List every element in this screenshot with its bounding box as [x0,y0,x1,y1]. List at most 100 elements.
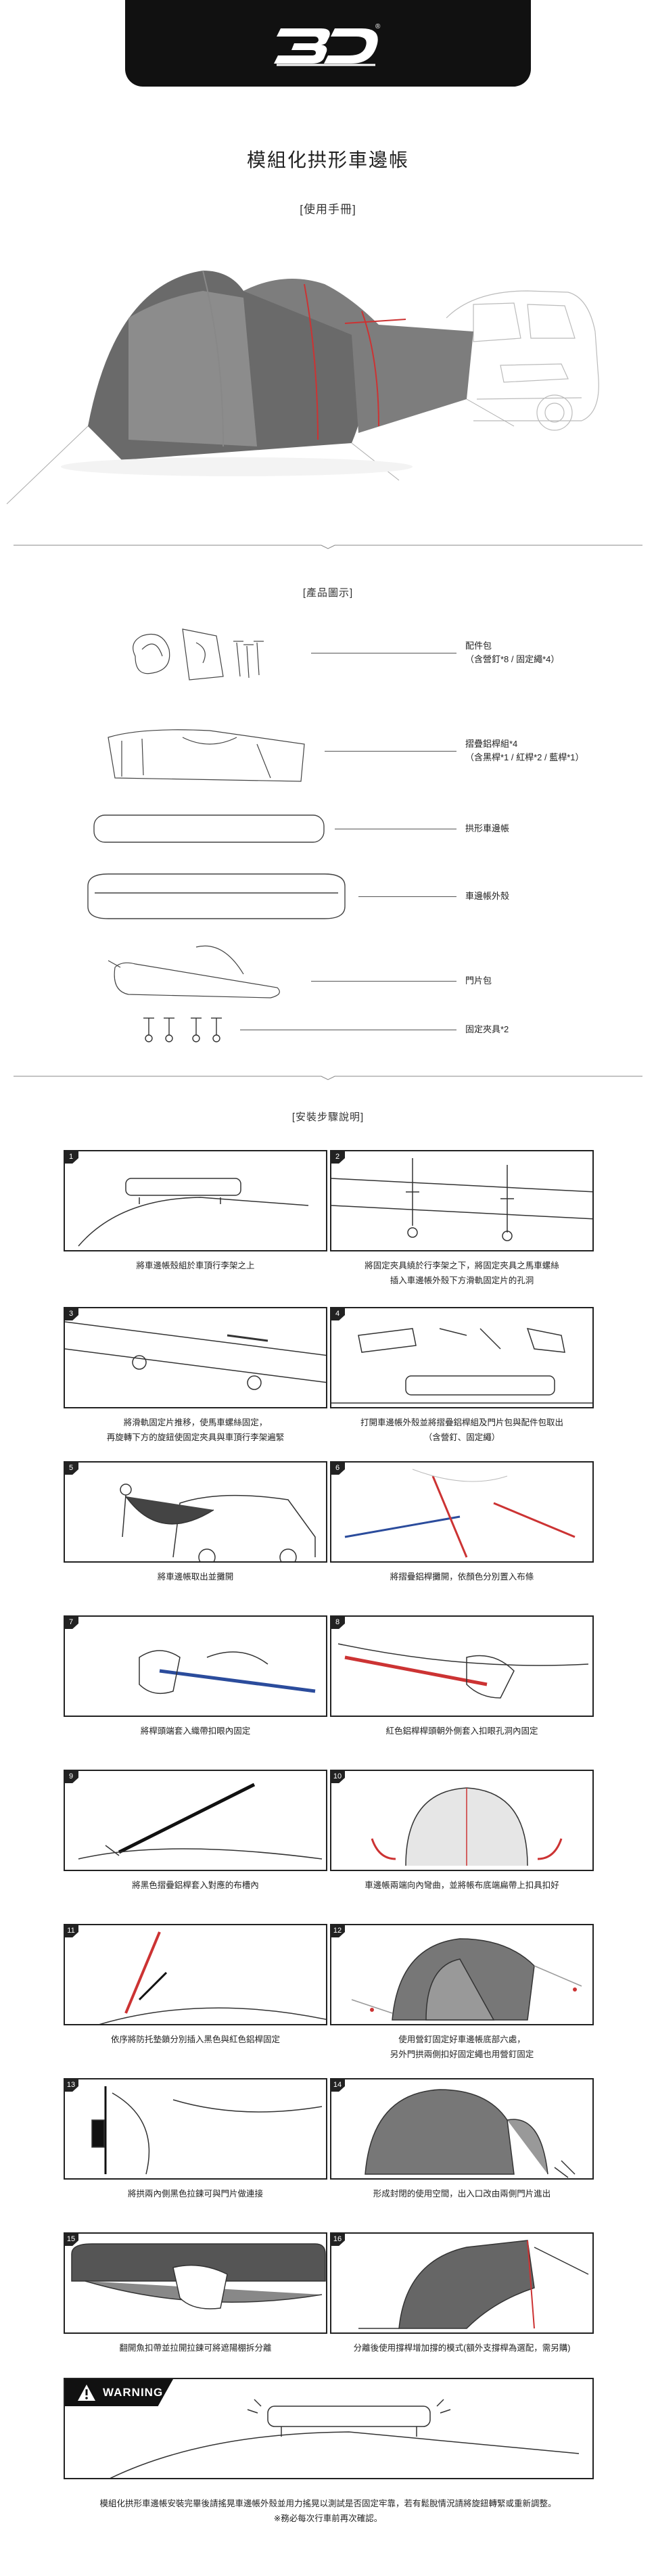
section-divider [14,545,642,549]
step-number: 5 [64,1461,78,1475]
step-caption: 將桿頭端套入織帶扣眼內固定 [140,1726,251,1736]
door-bag-icon [108,945,280,998]
step-illustration [64,2078,327,2180]
clamp-install-illustration [331,1158,592,1241]
closed-space-illustration [365,2089,576,2178]
step-caption: 將摺疊鋁桿攤開，依顏色分別置入布條 [390,1572,534,1582]
step-caption: 將固定夾具繞於行李架之下，將固定夾具之馬車螺絲 插入車邊帳外殼下方滑軌固定片的孔… [365,1261,559,1285]
pole-lock-illustration [99,1931,326,2024]
step-number: 7 [64,1615,78,1629]
part-name: 拱形車邊帳 [465,823,510,833]
rail-slide-illustration [65,1321,326,1390]
step-caption: 將黑色摺疊鋁桿套入對應的布槽內 [132,1881,259,1890]
clamps-icon [143,1017,222,1042]
steps-section-label: [安裝步驟說明] [291,1111,365,1123]
part-door-bag: 門片包 [0,940,656,1001]
part-detail: （含黑桿*1 / 紅桿*2 / 藍桿*1） [465,752,584,762]
manual-label: [使用手冊] [300,203,356,216]
step-number: 15 [64,2232,78,2246]
stake-illustration [351,1938,582,2021]
step-illustration [330,1307,594,1408]
step-caption: 依序將防托墊鎖分別插入黑色與紅色鋁桿固定 [110,2035,280,2044]
step-caption: 打開車邊帳外殼並將摺疊鋁桿組及門片包與配件包取出 （含營釘、固定繩） [360,1418,563,1442]
step-illustration [330,1150,594,1251]
step-caption: 將車邊帳取出並攤開 [157,1572,234,1582]
step-number: 1 [64,1150,78,1164]
part-pole-set: 摺疊鋁桿組*4 （含黑桿*1 / 紅桿*2 / 藍桿*1） [0,717,656,791]
poles-illustration [344,1469,576,1558]
step-illustration [330,1461,594,1563]
step-illustration [64,1307,327,1408]
car-roof-illustration [78,1178,309,1247]
step-illustration [64,2232,327,2334]
section-divider [14,1076,642,1080]
accessory-kit-icon [133,628,264,681]
bend-ends-illustration [371,1787,563,1866]
step-illustration [64,1770,327,1871]
pole-tip-illustration [139,1650,316,1695]
step-illustration [330,2078,594,2180]
part-name: 固定夾具*2 [465,1024,509,1034]
unroll-awning-illustration [120,1484,316,1561]
warning-illustration [110,2399,580,2478]
brand-header: ® [125,0,531,87]
step-number: 3 [64,1307,78,1320]
warning-badge: WARNING [65,2379,173,2406]
step-illustration [330,1615,594,1717]
step-illustration [64,1150,327,1251]
zipper-connect-illustration [91,2086,323,2175]
step-number: 16 [330,2232,345,2246]
step-number: 2 [330,1150,345,1164]
step-caption: 翻開魚扣帶並拉開拉鍊可將遮陽棚拆分離 [119,2343,272,2353]
part-name: 配件包 [465,641,492,651]
step-illustration [330,1924,594,2025]
step-caption: 紅色鋁桿桿頭朝外側套入扣眼孔洞內固定 [385,1726,538,1736]
part-awning: 拱形車邊帳 [0,805,656,852]
part-name: 車邊帳外殼 [465,891,510,901]
step-illustration [64,1615,327,1717]
awning-shell-icon [87,873,346,919]
step-caption: 將滑軌固定片推移，使馬車螺絲固定， 再旋轉下方的旋鈕使固定夾具與車頂行李架遍緊 [106,1418,285,1442]
step-caption: 使用營釘固定好車邊帳底部六處， 另外門拱兩側扣好固定繩也用營釘固定 [390,2035,534,2059]
step-caption: 將拱兩內側黑色拉鍊可與門片做連接 [127,2189,263,2199]
brand-logo: ® [274,23,381,66]
part-detail: （含營釘*8 / 固定繩*4） [465,654,560,664]
part-name: 摺疊鋁桿組*4 [465,739,518,749]
black-pole-illustration [78,1782,323,1860]
pole-set-icon [108,729,305,782]
step-number: 9 [64,1770,78,1783]
warning-box: WARNING [64,2378,594,2479]
warning-note-line2: ※務必每次行車前再次確認。 [273,2514,383,2523]
part-shell: 車邊帳外殼 [0,866,656,927]
part-accessory-kit: 配件包 （含營釘*8 / 固定繩*4） [0,616,656,697]
step-illustration [330,1770,594,1871]
step-number: 13 [64,2078,78,2092]
step-number: 14 [330,2078,345,2092]
step-number: 4 [330,1307,345,1320]
step-number: 6 [330,1461,345,1475]
part-name: 門片包 [465,975,492,986]
warning-note-line1: 模組化拱形車邊帳安裝完畢後請搖晃車邊帳外殼並用力搖晃以測試是否固定牢靠，若有鬆脫… [99,2499,557,2508]
step-number: 11 [64,1924,78,1937]
red-pole-eyelet-illustration [337,1643,589,1699]
step-caption: 分離後使用撐桿增加撐的模式(額外支撐桿為選配，需另購) [353,2343,571,2353]
open-shell-illustration [331,1328,592,1404]
step-number: 12 [330,1924,345,1937]
step-caption: 形成封閉的使用空間，出入口改由兩側門片進出 [373,2189,551,2199]
support-pole-illustration [358,2240,589,2329]
hero-tent-illustration [6,270,599,505]
step-illustration [330,2232,594,2334]
step-caption: 將車邊帳殼組於車頂行李架之上 [136,1261,255,1270]
part-clamps: 固定夾具*2 [0,1008,656,1049]
step-illustration [64,1924,327,2025]
page-title: 模組化拱形車邊帳 [246,150,409,170]
awning-roll-icon [93,814,325,843]
step-number: 10 [330,1770,345,1783]
parts-section-label: [產品圖示] [302,587,354,599]
step-illustration [64,1461,327,1563]
step-caption: 車邊帳兩端向內彎曲，並將帳布底端扁帶上扣具扣好 [365,1881,559,1890]
warning-label: WARNING [103,2386,164,2399]
step-number: 8 [330,1615,345,1629]
warning-triangle-icon [78,2385,95,2401]
detach-illustration [71,2243,326,2309]
